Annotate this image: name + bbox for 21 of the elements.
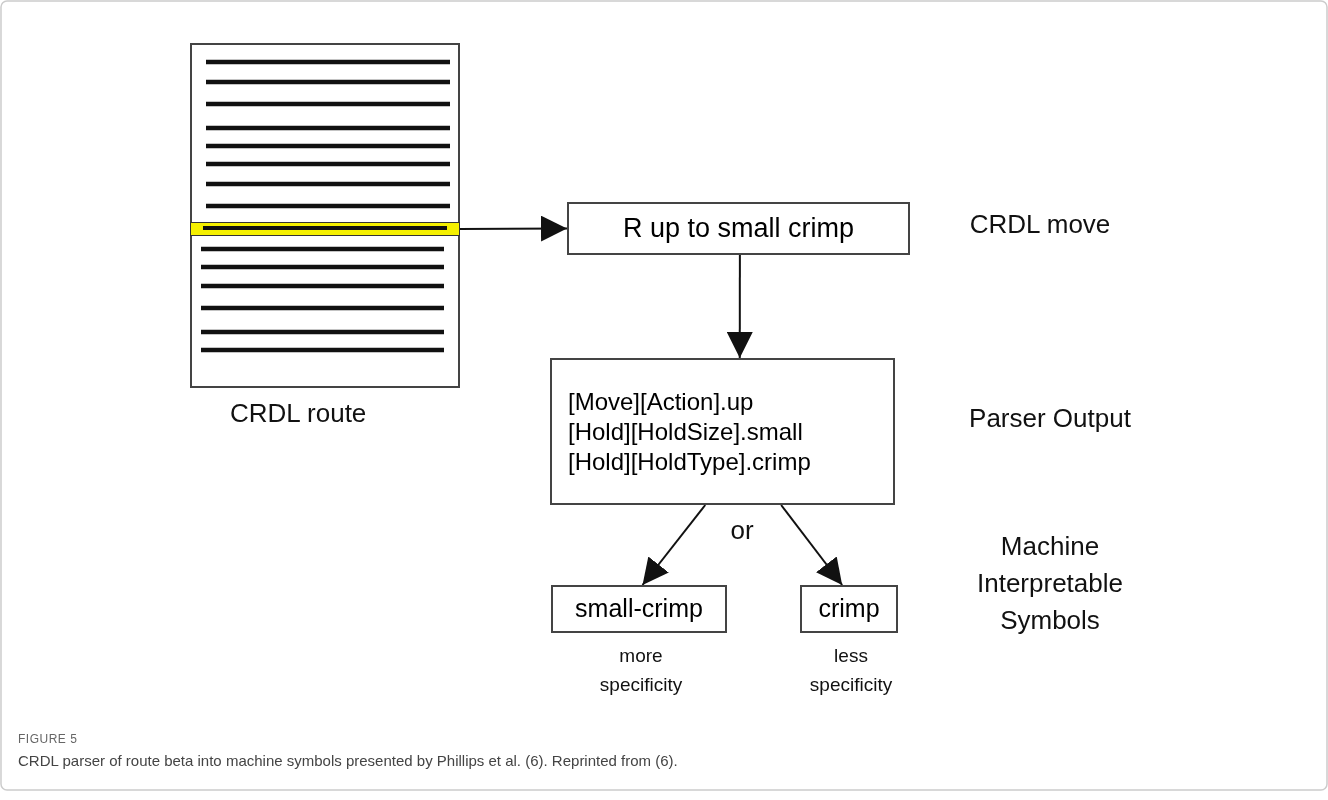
box-caption: CRDL route xyxy=(230,398,367,429)
node-label: R up to small crimp xyxy=(622,211,855,245)
arrow xyxy=(641,504,707,586)
arrow xyxy=(726,254,753,359)
node-label: small-crimp xyxy=(575,593,703,625)
section-label: Machine Interpretable Symbols xyxy=(976,530,1124,637)
section-label: CRDL move xyxy=(968,208,1112,241)
specificity-note: less specificity xyxy=(808,644,894,697)
text-box xyxy=(550,358,895,505)
arrow xyxy=(780,504,844,586)
specificity-note: more specificity xyxy=(598,644,684,697)
node-label: crimp xyxy=(818,593,880,625)
parser-output-line: [Hold][HoldSize].small xyxy=(568,416,803,447)
parser-output-line: [Move][Action].up xyxy=(568,386,754,417)
arrow xyxy=(459,215,568,242)
figure-number: FIGURE 5 xyxy=(18,732,78,746)
text-box xyxy=(567,202,910,255)
figure-caption: CRDL parser of route beta into machine symbols presented by Phillips et al. (6). Reprinted from (6). xyxy=(18,752,678,769)
section-label: or xyxy=(729,514,755,547)
section-label: Parser Output xyxy=(968,402,1132,435)
parser-output-line: [Hold][HoldType].crimp xyxy=(568,446,811,477)
